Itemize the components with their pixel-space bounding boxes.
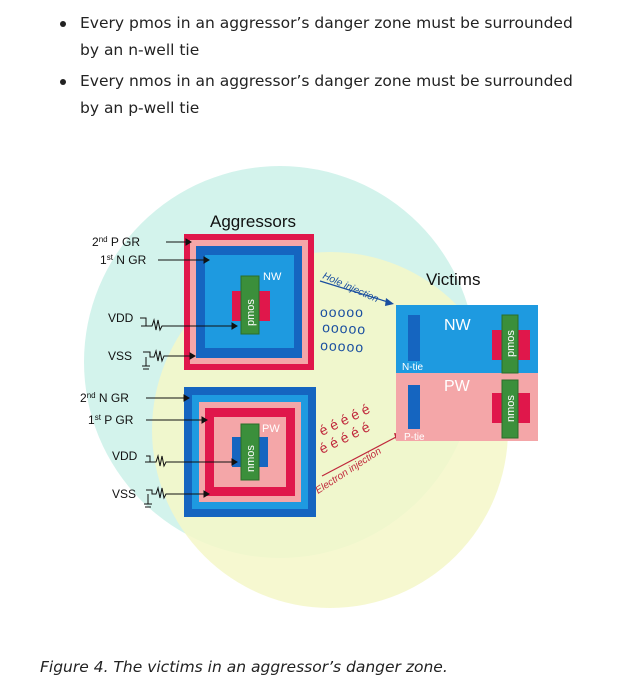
nmos-aggressor-label: nmos [245,445,257,472]
victims-title: Victims [426,270,480,289]
holes-row-2: ooooo [322,319,367,337]
nmos-gate [240,423,260,481]
aggressor-pmos-block: pmos NW [184,234,314,370]
label-vss-top: VSS [108,349,132,363]
label-1st-n-gr: 1st N GR [100,253,147,267]
victim-nw-label: NW [444,317,472,334]
label-vss-bottom: VSS [112,487,136,501]
bullet-dot [60,79,66,85]
figure-caption: Figure 4. The victims in an aggressor’s … [40,658,448,676]
victim-nmos-label: nmos [505,395,517,422]
victim-p-tie [408,385,420,429]
victim-pmos-label: pmos [505,330,517,357]
victims-block: N-tie P-tie NW PW pmos nmos [396,305,538,443]
holes-row-3: ooooo [320,337,365,355]
aggressors-title: Aggressors [210,212,296,231]
pmos-gate [240,275,260,335]
hole-injection-arrowhead [385,298,394,306]
bullet-line: by an p-well tie [80,99,200,117]
p-tie-label: P-tie [404,432,425,443]
bullet-line: Every nmos in an aggressor’s danger zone… [80,72,573,90]
guard-ring-labels: 2nd P GR 1st N GR 2nd N GR 1st P GR VDD … [80,235,147,501]
bullet-item-nmos: Every nmos in an aggressor’s danger zone… [60,68,600,122]
electron-injection-arrow [321,435,399,477]
victim-n-tie [408,315,420,361]
label-2nd-p-gr: 2nd P GR [92,235,140,249]
hole-injection-arrow [319,280,389,303]
holes-row-1: ooooo [320,304,364,320]
n-tie-label: N-tie [402,362,424,373]
victim-pmos-gate [501,314,519,374]
nw-aggressor-label: NW [263,271,282,283]
victim-pw-label: PW [444,378,471,395]
pw-aggressor-label: PW [262,423,280,435]
victim-nmos-gate [501,379,519,439]
pmos-aggressor-label: pmos [245,299,257,326]
label-vdd-top: VDD [108,311,134,325]
bullet-line: by an n-well tie [80,41,200,59]
bullet-item-pmos: Every pmos in an aggressor’s danger zone… [60,10,600,64]
label-arrows [140,238,238,508]
bullet-dot [60,21,66,27]
label-2nd-n-gr: 2nd N GR [80,391,129,405]
bullet-line: Every pmos in an aggressor’s danger zone… [80,14,573,32]
label-1st-p-gr: 1st P GR [88,413,134,427]
label-vdd-bottom: VDD [112,449,138,463]
